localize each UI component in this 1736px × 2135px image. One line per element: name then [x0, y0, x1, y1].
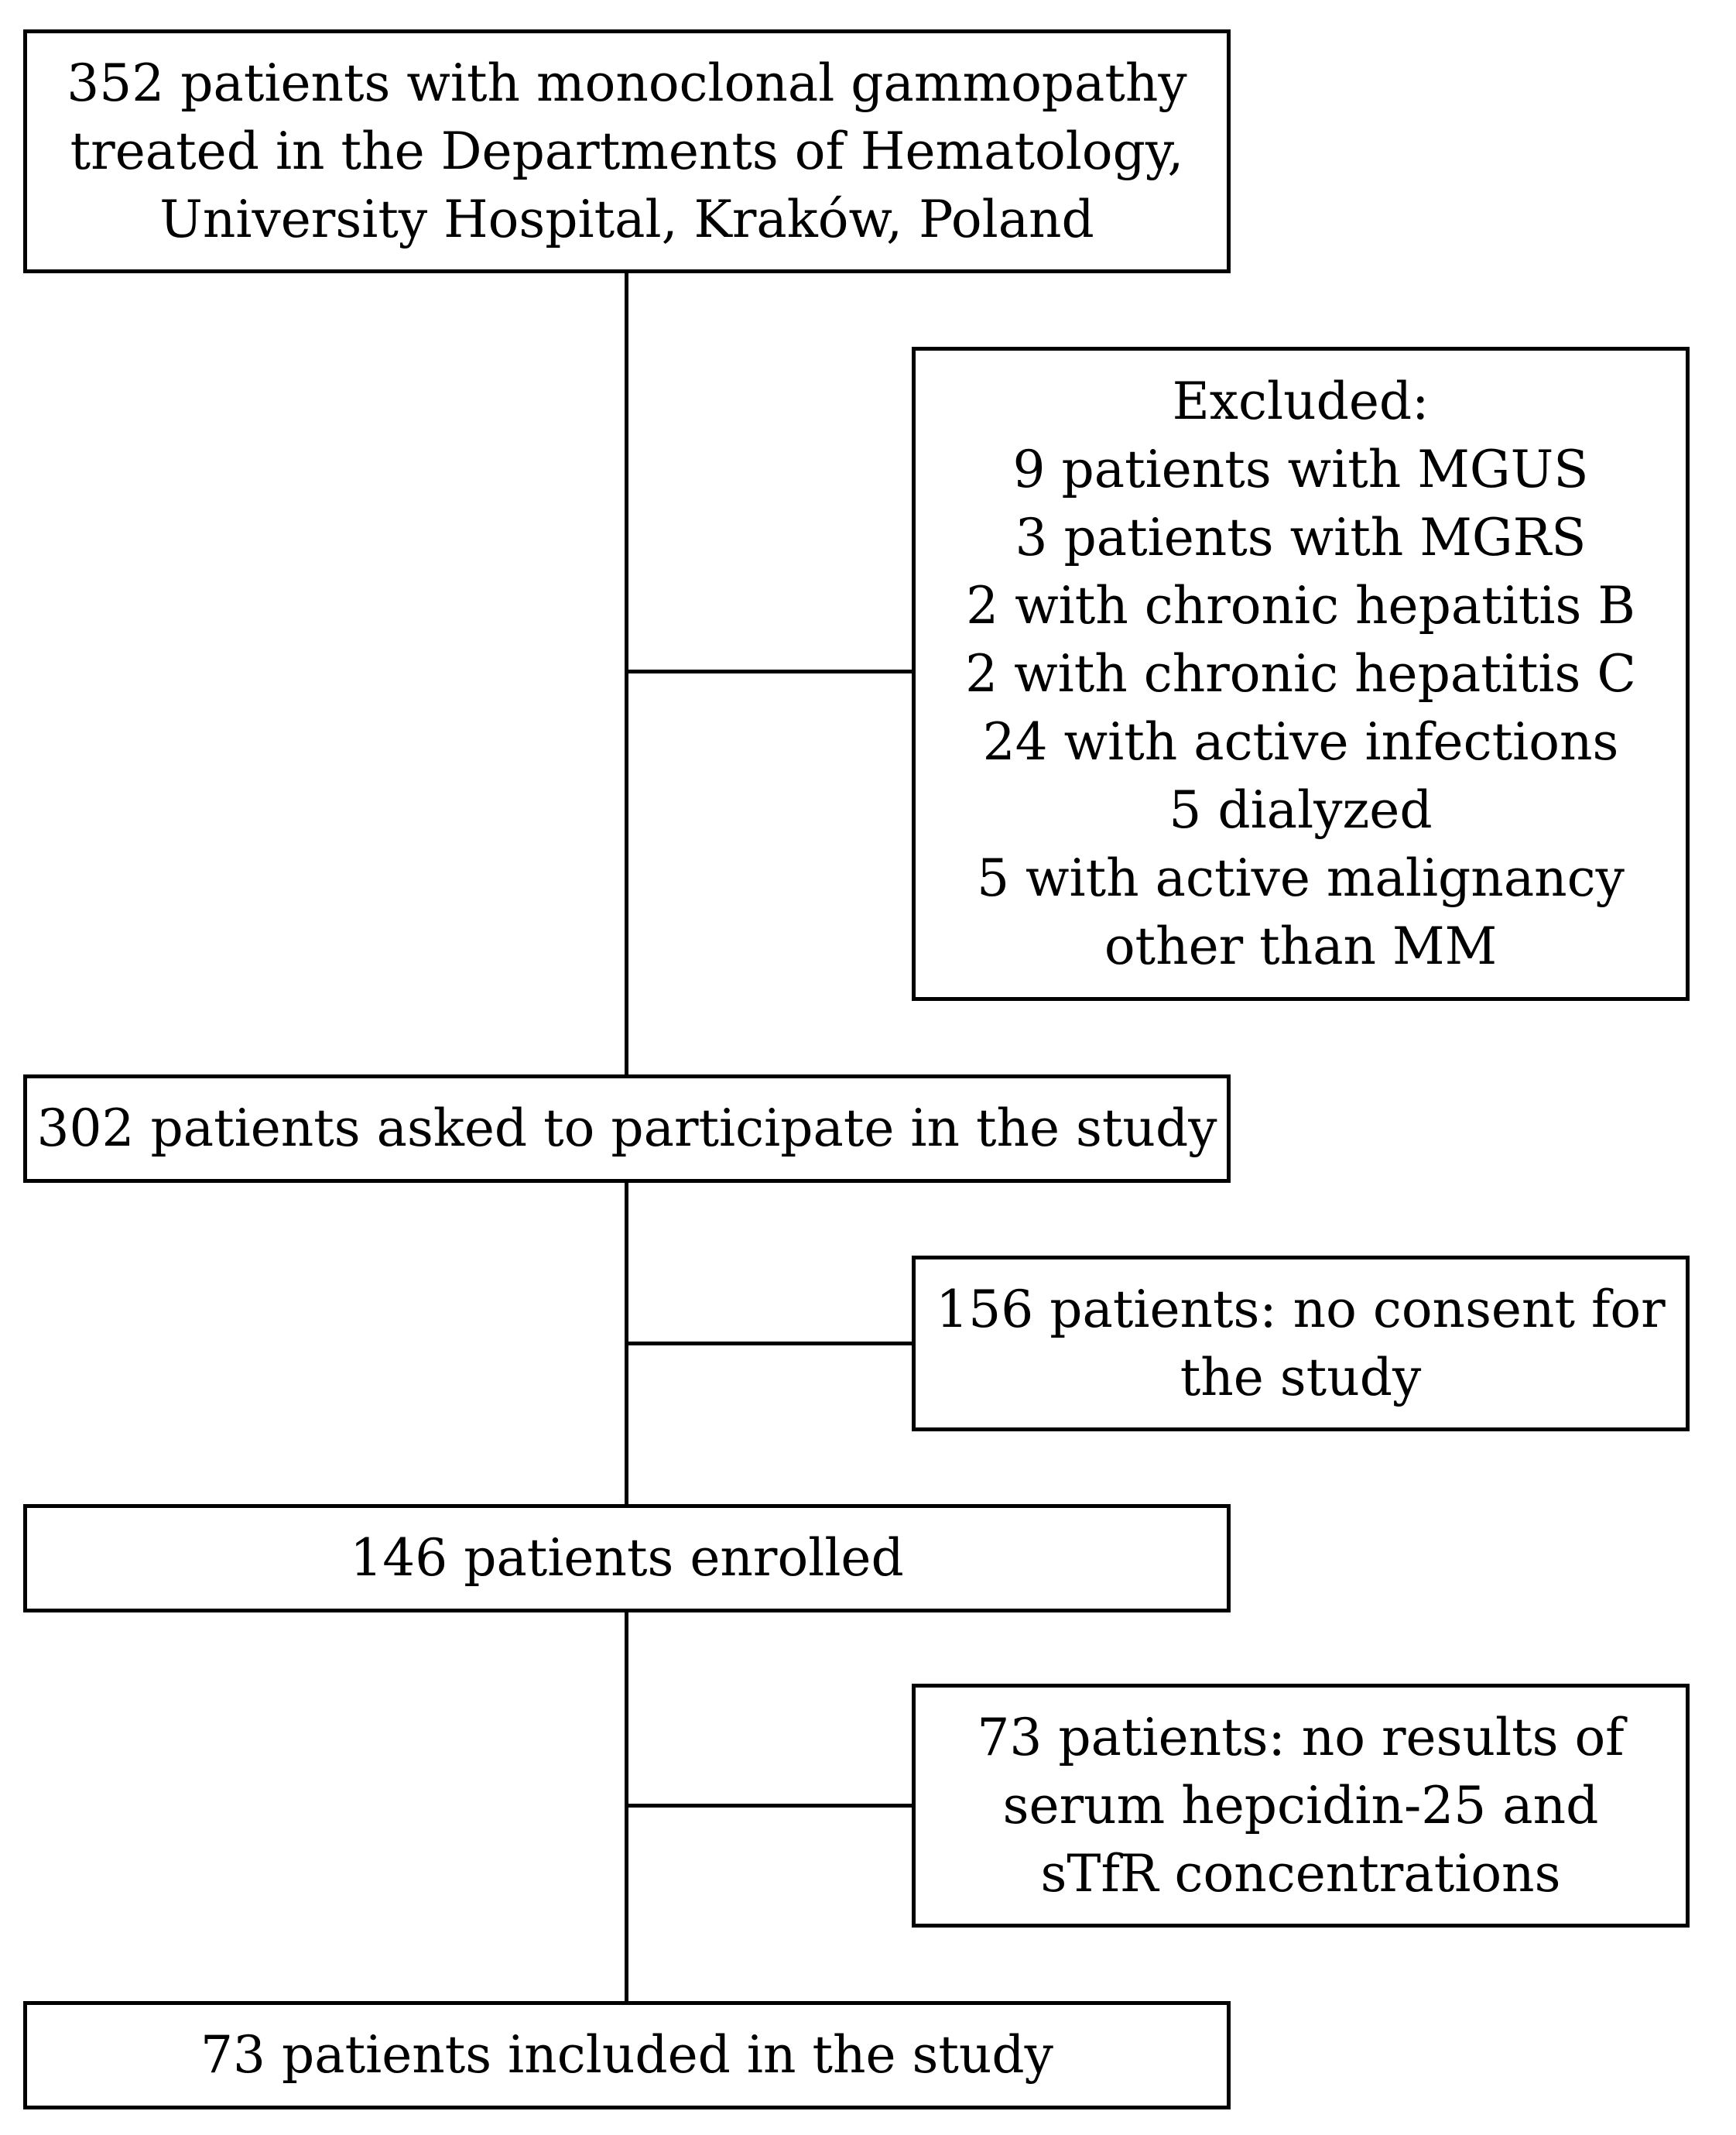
no-consent-line: the study — [1180, 1347, 1422, 1407]
no-results-box: 73 patients: no results of serum hepcidi… — [912, 1684, 1690, 1928]
exclusion-item: 3 patients with MGRS — [1015, 507, 1587, 567]
initial-population-line: treated in the Departments of Hematology… — [70, 121, 1184, 181]
exclusion-item: 2 with chronic hepatitis B — [966, 575, 1635, 636]
enrolled-box: 146 patients enrolled — [23, 1504, 1231, 1612]
exclusion-heading: Excluded: — [1172, 371, 1430, 431]
no-results-line: serum hepcidin-25 and — [1002, 1775, 1599, 1835]
exclusion-item: 9 patients with MGUS — [1012, 439, 1589, 499]
no-consent-box: 156 patients: no consent for the study — [912, 1256, 1690, 1431]
branch-line-no-results — [625, 1804, 915, 1808]
branch-line-excluded — [625, 670, 915, 673]
asked-to-participate-box: 302 patients asked to participate in the… — [23, 1074, 1231, 1183]
asked-to-participate-text: 302 patients asked to participate in the… — [36, 1098, 1217, 1158]
initial-population-line: University Hospital, Kraków, Poland — [159, 189, 1094, 249]
included-box: 73 patients included in the study — [23, 2001, 1231, 2109]
included-text: 73 patients included in the study — [200, 2025, 1053, 2085]
exclusion-item: other than MM — [1104, 916, 1498, 976]
initial-population-box: 352 patients with monoclonal gammopathy … — [23, 29, 1231, 273]
exclusion-item: 2 with chronic hepatitis C — [965, 643, 1636, 704]
initial-population-line: 352 patients with monoclonal gammopathy — [67, 53, 1187, 113]
exclusion-box: Excluded: 9 patients with MGUS 3 patient… — [912, 347, 1690, 1001]
exclusion-item: 5 with active malignancy — [977, 848, 1625, 908]
enrolled-text: 146 patients enrolled — [350, 1528, 904, 1588]
no-results-line: sTfR concentrations — [1040, 1843, 1561, 1904]
no-results-line: 73 patients: no results of — [977, 1707, 1625, 1767]
exclusion-item: 24 with active infections — [982, 711, 1619, 772]
no-consent-line: 156 patients: no consent for — [936, 1279, 1666, 1339]
branch-line-no-consent — [625, 1342, 915, 1345]
exclusion-item: 5 dialyzed — [1169, 780, 1433, 840]
